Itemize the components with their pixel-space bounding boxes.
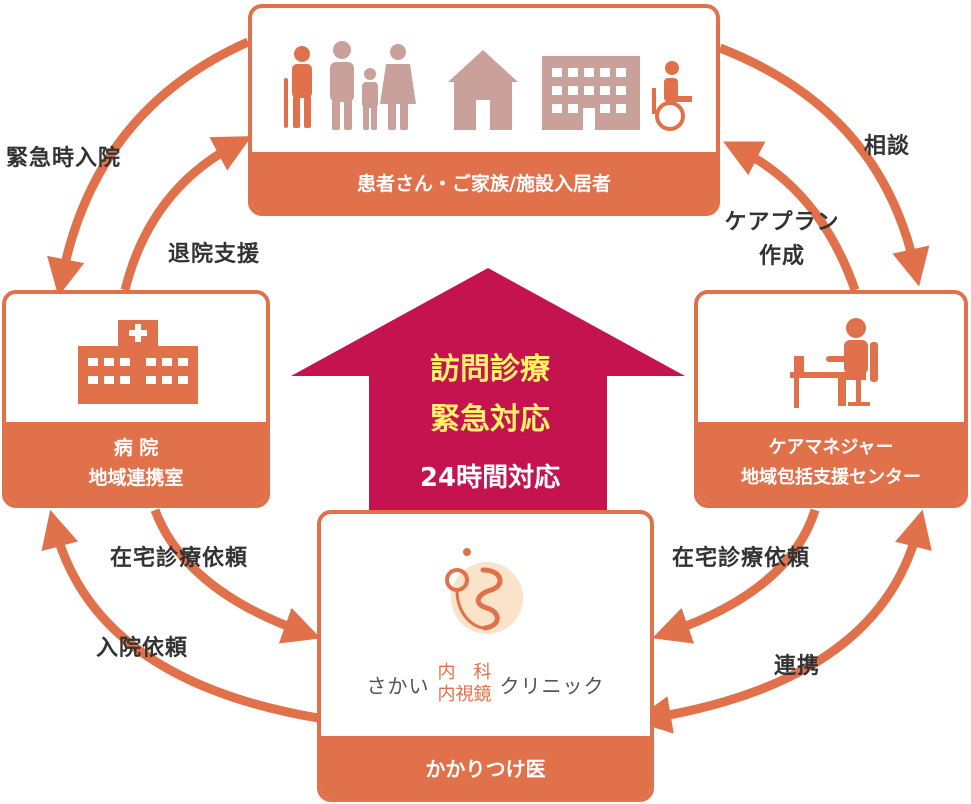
arrow-emergency-admission bbox=[47, 37, 250, 297]
label-admission-request: 入院依頼 bbox=[96, 636, 189, 661]
hospital-box: 病 院 地域連携室 bbox=[2, 290, 270, 508]
label-home-care-request-right: 在宅診療依頼 bbox=[672, 546, 811, 571]
arrow-care-plan bbox=[723, 141, 860, 292]
arrow-admission-request bbox=[41, 509, 319, 723]
arrow-cooperation bbox=[633, 509, 932, 734]
elder-with-cane-icon bbox=[284, 46, 312, 128]
care-manager-desk-icon bbox=[790, 318, 878, 408]
patients-family-box: 患者さん・ご家族/施設入居者 bbox=[248, 4, 720, 216]
clinic-name-mid-top: 内 科 bbox=[437, 662, 492, 683]
hospital-label: 病 院 地域連携室 bbox=[6, 422, 266, 504]
wheelchair-icon bbox=[652, 61, 692, 131]
center-label-24h: 24時間対応 bbox=[419, 463, 561, 493]
clinic-name-mid: 内 科 内視鏡 bbox=[438, 662, 492, 706]
arrow-home-care-request-left bbox=[150, 508, 321, 644]
hospital-label-line1: 病 院 bbox=[113, 437, 159, 459]
patients-family-label: 患者さん・ご家族/施設入居者 bbox=[252, 152, 716, 212]
hospital-icon bbox=[78, 320, 198, 404]
label-home-care-request-left: 在宅診療依頼 bbox=[110, 546, 249, 571]
family-icon bbox=[330, 41, 416, 130]
center-label-visit-care: 訪問診療 bbox=[430, 352, 550, 387]
house-icon bbox=[448, 50, 518, 130]
label-consultation: 相談 bbox=[864, 134, 911, 159]
arrow-consultation bbox=[718, 43, 930, 287]
label-discharge-support: 退院支援 bbox=[168, 242, 261, 267]
care-manager-label: ケアマネジャー 地域包括支援センター bbox=[698, 422, 964, 504]
center-up-arrow bbox=[291, 268, 685, 518]
clinic-name-suffix: クリニック bbox=[499, 673, 605, 698]
clinic-box: さかい 内 科 内視鏡 クリニック かかりつけ医 bbox=[317, 510, 654, 802]
arrow-discharge-support bbox=[120, 136, 252, 292]
label-care-plan: ケアプラン 作成 bbox=[712, 206, 852, 274]
care-manager-label-line2: 地域包括支援センター bbox=[741, 467, 921, 488]
patients-icons bbox=[284, 41, 692, 131]
clinic-label: かかりつけ医 bbox=[321, 736, 650, 798]
clinic-name-prefix: さかい bbox=[366, 673, 430, 698]
clinic-name-mid-bottom: 内視鏡 bbox=[437, 684, 492, 705]
label-care-plan-line1: ケアプラン bbox=[724, 210, 840, 235]
intestine-logo-icon bbox=[445, 548, 523, 634]
label-care-plan-line2: 作成 bbox=[758, 244, 805, 269]
clinic-name-logo: さかい 内 科 内視鏡 クリニック bbox=[321, 662, 650, 706]
label-emergency-admission: 緊急時入院 bbox=[6, 146, 122, 171]
center-label-emergency: 緊急対応 bbox=[430, 402, 550, 437]
care-manager-label-line1: ケアマネジャー bbox=[768, 437, 894, 458]
label-cooperation: 連携 bbox=[774, 654, 821, 679]
hospital-label-line2: 地域連携室 bbox=[88, 467, 184, 489]
facility-building-icon bbox=[542, 56, 640, 130]
care-manager-box: ケアマネジャー 地域包括支援センター bbox=[694, 290, 968, 508]
